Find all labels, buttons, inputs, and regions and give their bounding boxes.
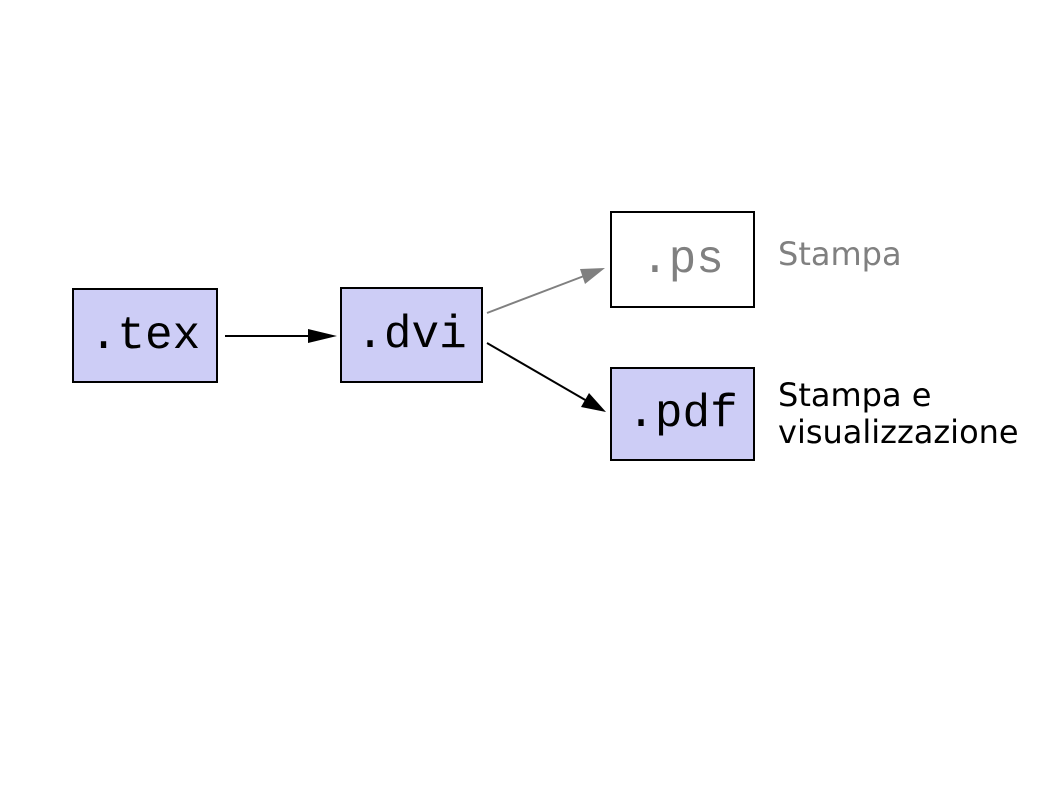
node-dvi-label: .dvi	[356, 309, 467, 361]
arrow-dvi-to-ps-line	[486, 275, 585, 314]
arrow-dvi-to-pdf-head-icon	[581, 393, 606, 412]
arrow-dvi-to-ps-head-icon	[580, 268, 605, 284]
node-ps-label: .ps	[641, 233, 724, 286]
node-pdf: .pdf	[610, 367, 755, 461]
arrow-dvi-to-ps	[486, 268, 605, 314]
arrow-tex-to-dvi-head-icon	[308, 329, 337, 343]
arrow-tex-to-dvi	[225, 329, 337, 343]
node-pdf-label: .pdf	[627, 388, 738, 440]
node-tex: .tex	[72, 288, 218, 383]
arrow-dvi-to-pdf	[486, 342, 606, 412]
annotation-ps: Stampa	[778, 235, 902, 273]
arrow-dvi-to-pdf-line	[486, 342, 588, 402]
node-tex-label: .tex	[89, 309, 201, 362]
node-dvi: .dvi	[340, 287, 483, 383]
annotation-pdf: Stampa e visualizzazione	[778, 376, 1019, 451]
node-ps: .ps	[610, 211, 755, 308]
